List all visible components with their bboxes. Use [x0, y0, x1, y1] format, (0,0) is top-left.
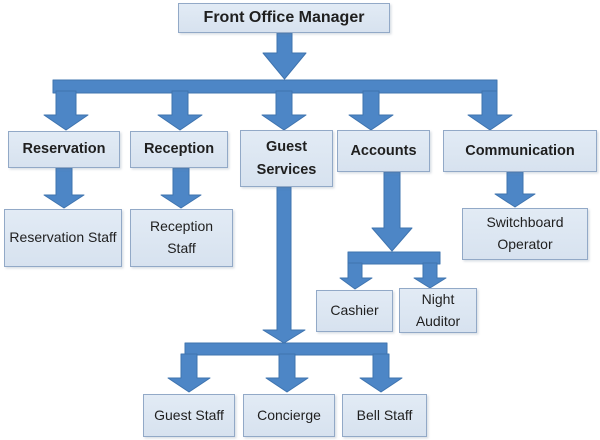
- connector-communication-to-switchboard: [494, 171, 536, 208]
- connector-bus-to-communication: [467, 90, 513, 131]
- connector-accounts-bus-to-night-auditor: [413, 262, 447, 289]
- node-reception: Reception: [130, 131, 228, 168]
- connector-reservation-to-staff: [43, 167, 85, 209]
- connector-reception-to-staff: [160, 167, 202, 209]
- node-reservation-staff: Reservation Staff: [4, 209, 122, 267]
- connector-bus-to-guest-services: [261, 90, 307, 131]
- bus-accounts: [347, 251, 441, 265]
- connector-accounts-bus-to-cashier: [339, 262, 373, 290]
- connector-bus-to-reception: [157, 90, 203, 131]
- connector-gs-bus-to-guest-staff: [167, 353, 211, 393]
- node-switchboard-operator: Switchboard Operator: [462, 208, 588, 260]
- node-accounts: Accounts: [337, 130, 430, 172]
- connector-gs-bus-to-bell-staff: [359, 353, 403, 393]
- connector-bus-to-reservation: [43, 90, 89, 131]
- node-guest-staff: Guest Staff: [143, 394, 235, 437]
- node-guest-services: Guest Services: [240, 130, 333, 187]
- node-cashier: Cashier: [316, 290, 393, 332]
- bus-guest-services: [184, 342, 388, 356]
- bus-departments: [52, 79, 498, 94]
- connector-root-to-bus: [262, 32, 307, 80]
- node-front-office-manager: Front Office Manager: [178, 3, 390, 33]
- node-communication: Communication: [443, 130, 597, 172]
- node-reservation: Reservation: [8, 131, 120, 168]
- node-bell-staff: Bell Staff: [342, 394, 427, 437]
- connector-bus-to-accounts: [348, 90, 394, 131]
- connector-guest-services-to-bus: [262, 186, 306, 344]
- node-concierge: Concierge: [243, 394, 335, 437]
- node-night-auditor: Night Auditor: [399, 288, 477, 333]
- connector-gs-bus-to-concierge: [265, 353, 309, 393]
- node-reception-staff: Reception Staff: [130, 209, 233, 267]
- connector-accounts-to-bus: [371, 171, 413, 252]
